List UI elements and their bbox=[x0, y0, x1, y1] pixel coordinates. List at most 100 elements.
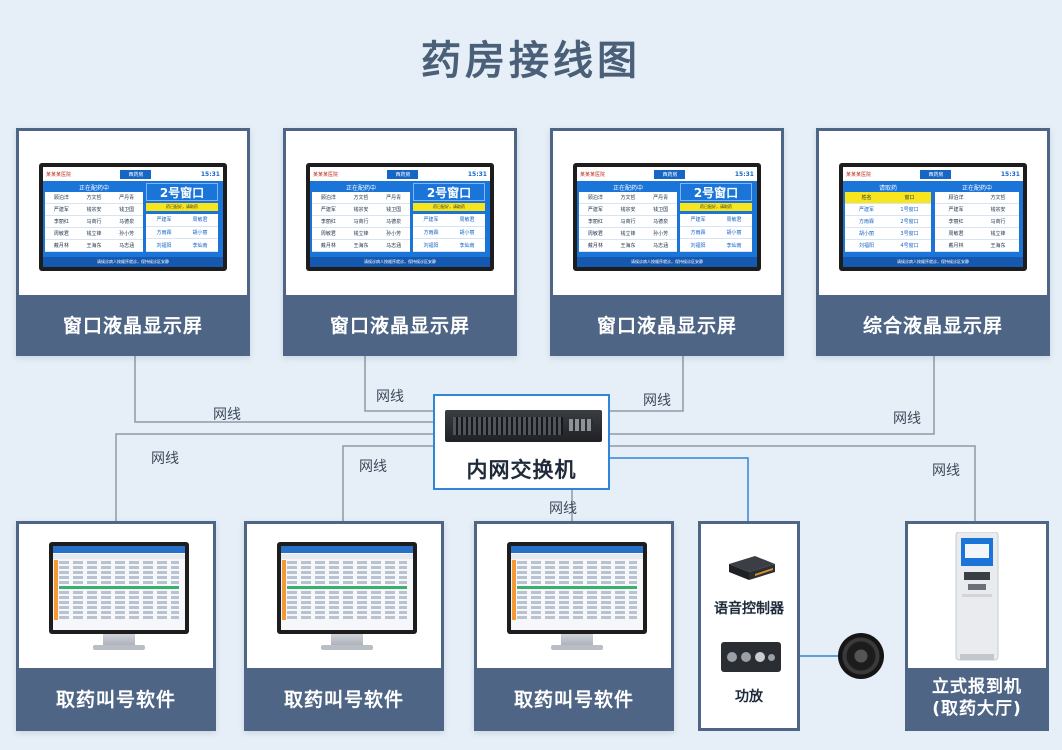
software-card: 取药叫号软件 bbox=[16, 521, 216, 731]
software-titlebar bbox=[511, 546, 643, 553]
wire-audio bbox=[610, 457, 749, 521]
table-row bbox=[59, 606, 179, 609]
software-card: 取药叫号软件 bbox=[244, 521, 444, 731]
monitor-stand bbox=[561, 634, 593, 646]
name-cell: 马德泉 bbox=[644, 216, 677, 228]
name-cell: 严丹青 bbox=[110, 192, 143, 204]
table-row bbox=[59, 566, 179, 569]
table-row bbox=[59, 561, 179, 564]
name-cell: 方文哲 bbox=[77, 192, 111, 204]
name-cell: 戴月林 bbox=[935, 240, 977, 252]
software-card-label: 取药叫号软件 bbox=[477, 668, 671, 728]
software-window bbox=[53, 546, 185, 630]
name-cell: 胡小丽 bbox=[716, 227, 752, 240]
table-row bbox=[59, 576, 179, 579]
lcd-footer: 请候诊病人按顺序就诊，保持候诊区安静 bbox=[577, 257, 757, 267]
display-card-label: 综合液晶显示屏 bbox=[819, 295, 1047, 353]
software-window bbox=[281, 546, 413, 630]
software-titlebar bbox=[281, 546, 413, 553]
wire-screen4 bbox=[610, 356, 935, 435]
clock: 15:31 bbox=[1000, 170, 1020, 178]
wire-screen2 bbox=[364, 356, 433, 412]
name-cell: 马德泉 bbox=[110, 216, 143, 228]
dept-name: 西药房 bbox=[654, 169, 686, 179]
kiosk-label-line1: 立式报到机 bbox=[932, 677, 1022, 697]
queue-col-header: 窗口 bbox=[888, 192, 931, 204]
name-cell: 周敏君 bbox=[45, 228, 78, 240]
table-row bbox=[517, 571, 637, 574]
lcd-body: 正在配药中顾泊洋方文哲严丹青严建军钱宗安钱卫国李丽红马商行马德泉周敏君钱立锋孙小… bbox=[577, 181, 757, 257]
name-cell: 钱卫国 bbox=[377, 204, 410, 216]
name-cell: 周敏君 bbox=[579, 228, 612, 240]
name-cell: 刘福阳 bbox=[413, 239, 449, 252]
monitor-base bbox=[321, 645, 373, 650]
name-cell: 周敏君 bbox=[449, 214, 485, 227]
name-cell: 孙小芳 bbox=[644, 228, 677, 240]
wire-label: 网线 bbox=[376, 389, 404, 405]
name-cell: 严丹青 bbox=[644, 192, 677, 204]
name-cell: 方文哲 bbox=[611, 192, 645, 204]
display-card-label: 窗口液晶显示屏 bbox=[286, 295, 514, 353]
name-cell: 钱立锋 bbox=[344, 228, 378, 240]
queue-cell: 胡小丽 bbox=[845, 228, 888, 240]
queue-cell: 2号窗口 bbox=[888, 216, 931, 228]
hospital-name: 某某某医院 bbox=[580, 171, 606, 178]
name-cell: 严建军 bbox=[45, 204, 78, 216]
name-cell: 严建军 bbox=[413, 214, 449, 227]
kiosk-label-line2: (取药大厅) bbox=[932, 699, 1022, 719]
queue-header: 请取药 bbox=[878, 185, 897, 192]
display-card-label: 窗口液晶显示屏 bbox=[19, 295, 247, 353]
kiosk-label: 立式报到机 (取药大厅) bbox=[908, 668, 1046, 728]
table-row bbox=[59, 581, 179, 584]
name-cell: 李丽红 bbox=[935, 216, 977, 228]
name-cell: 严建军 bbox=[935, 204, 977, 216]
wire-label: 网线 bbox=[359, 459, 387, 475]
table-row bbox=[517, 591, 637, 594]
monitor-stand bbox=[103, 634, 135, 646]
queue-cell: 3号窗口 bbox=[888, 228, 931, 240]
monitor-stand bbox=[331, 634, 363, 646]
computer-icon bbox=[277, 542, 417, 654]
name-cell: 周敏君 bbox=[935, 228, 977, 240]
kiosk-icon bbox=[955, 532, 999, 661]
name-cell: 刘福阳 bbox=[680, 239, 716, 252]
hospital-name: 某某某医院 bbox=[46, 171, 72, 178]
table-row bbox=[287, 616, 407, 619]
wire-label: 网线 bbox=[213, 407, 241, 423]
kiosk-card: 立式报到机 (取药大厅) bbox=[905, 521, 1049, 731]
name-cell: 严建军 bbox=[146, 214, 182, 227]
name-cell: 刘福阳 bbox=[146, 239, 182, 252]
name-cell: 王海东 bbox=[977, 240, 1019, 252]
window-number: 2号窗口 bbox=[146, 183, 218, 201]
computer-screen bbox=[49, 542, 189, 634]
name-cell: 胡小丽 bbox=[182, 227, 218, 240]
dept-name: 西药房 bbox=[387, 169, 419, 179]
name-cell: 方雨霖 bbox=[146, 227, 182, 240]
audio-card: 语音控制器 功放 bbox=[698, 521, 800, 731]
name-cell: 戴月林 bbox=[45, 240, 78, 252]
name-cell: 李丽红 bbox=[312, 216, 345, 228]
name-grid: 顾泊洋方文哲严丹青严建军钱宗安钱卫国李丽红马商行马德泉周敏君钱立锋孙小芳戴月林王… bbox=[579, 192, 677, 252]
wire-label: 网线 bbox=[893, 411, 921, 427]
queue-cell: 方雨霖 bbox=[845, 216, 888, 228]
table-row bbox=[517, 596, 637, 599]
name-cell: 周敏君 bbox=[716, 214, 752, 227]
name-cell: 严丹青 bbox=[377, 192, 410, 204]
lcd-footer: 请候诊病人按顺序就诊，保持候诊区安静 bbox=[43, 257, 223, 267]
computer-icon bbox=[507, 542, 647, 654]
name-cell: 马商行 bbox=[977, 216, 1019, 228]
name-cell: 钱卫国 bbox=[644, 204, 677, 216]
name-cell: 钱立锋 bbox=[77, 228, 111, 240]
name-cell: 马志涵 bbox=[644, 240, 677, 252]
lcd-footer: 请候诊病人按顺序就诊，保持候诊区安静 bbox=[843, 257, 1023, 267]
queue-cell: 1号窗口 bbox=[888, 204, 931, 216]
name-cell: 王海东 bbox=[77, 240, 111, 252]
monitor-base bbox=[93, 645, 145, 650]
